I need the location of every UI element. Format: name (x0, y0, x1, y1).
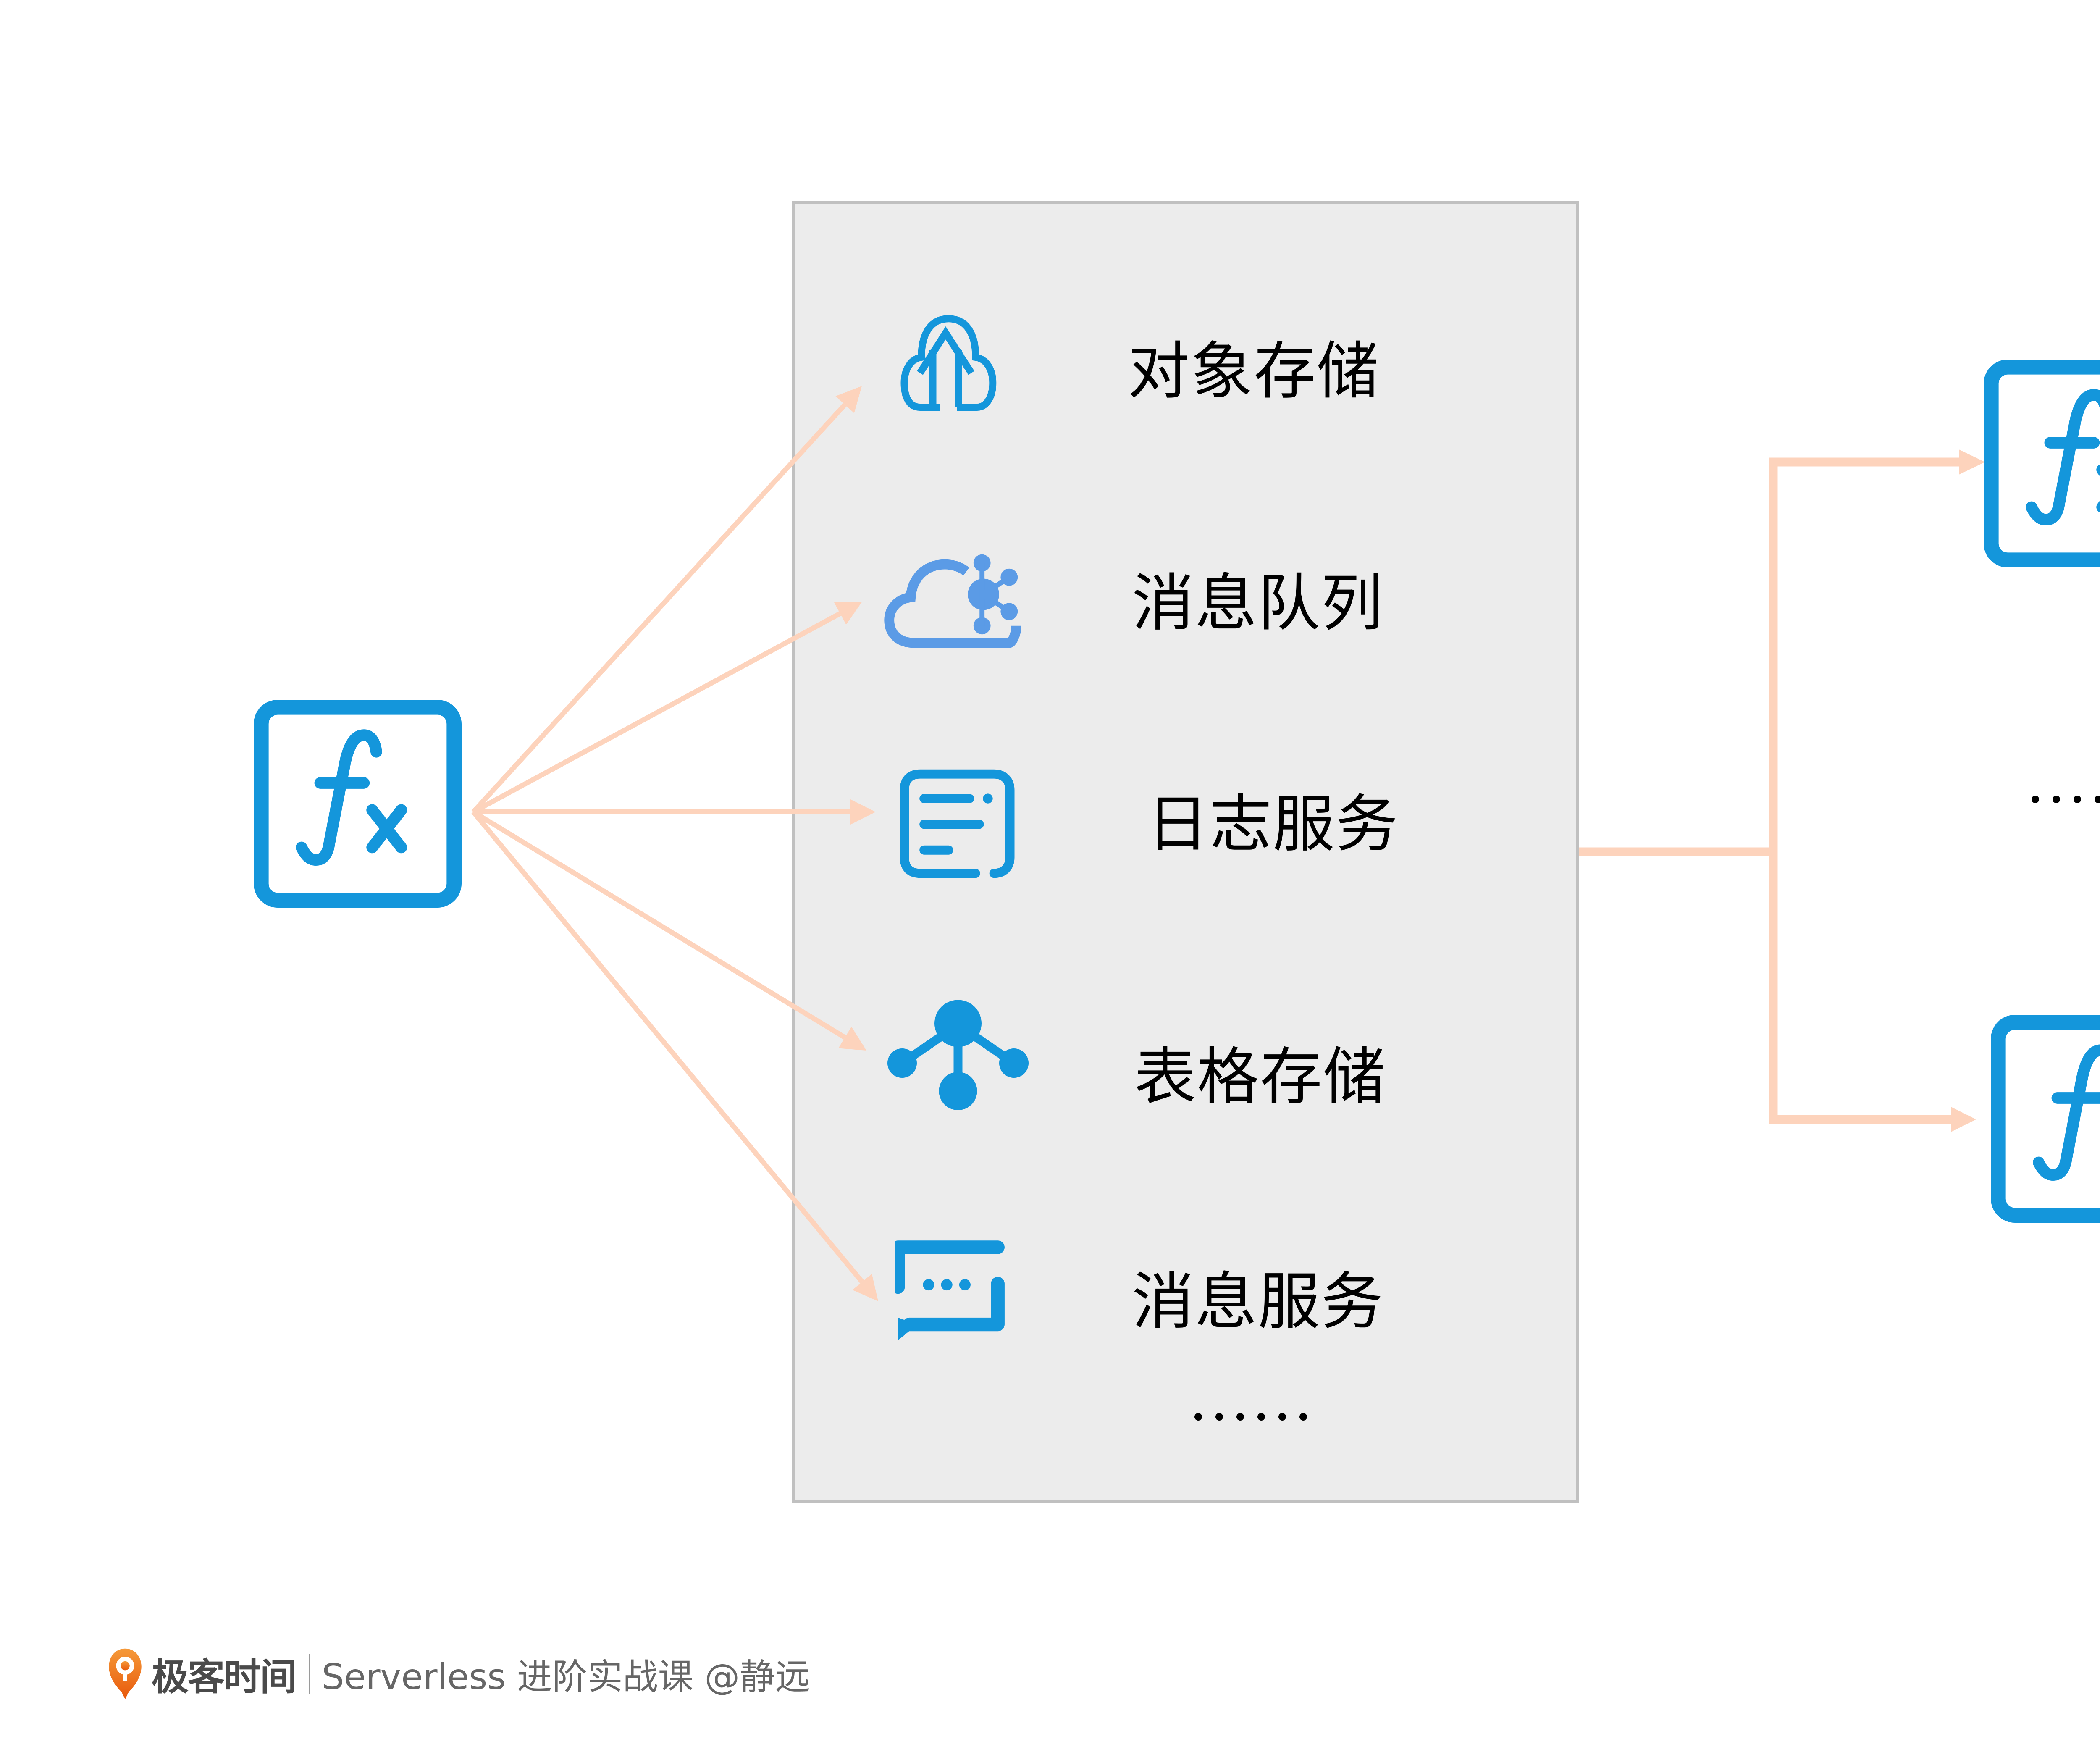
fan-arrows (471, 386, 878, 1301)
function-icon (1984, 360, 2100, 567)
services-more-ellipsis (1194, 1413, 1307, 1421)
arrow-to-message-queue (472, 611, 842, 814)
service-label-message-service: 消息服务 (1132, 1266, 1384, 1338)
targets-more-ellipsis (2032, 796, 2100, 803)
arrow-to-table-store (472, 809, 846, 1040)
target-function-box-2 (1991, 1015, 2100, 1223)
footer-separator (309, 1654, 310, 1694)
cloud-upload-icon (876, 313, 1018, 418)
function-icon (253, 699, 462, 908)
arrow-to-message-service (471, 810, 864, 1284)
arrow-to-log-service-head (850, 799, 876, 825)
arrow-to-message-queue-head (834, 602, 862, 625)
arrow-to-object-storage-head (835, 386, 862, 413)
geektime-logo-icon (109, 1648, 142, 1699)
service-label-table-store: 表格存储 (1134, 1041, 1386, 1113)
service-label-message-queue: 消息队列 (1132, 567, 1384, 639)
message-bubble-icon (891, 1235, 1008, 1352)
function-icon (1991, 1015, 2100, 1223)
branch-to-target-2-head (1951, 1107, 1976, 1132)
footer: 极客时间 Serverless 进阶实战课 @静远 (107, 1644, 810, 1703)
arrow-to-table-store-head (838, 1027, 866, 1051)
cloud-network-icon (878, 540, 1021, 651)
source-function-box (253, 699, 462, 908)
footer-course-title: Serverless 进阶实战课 @静远 (322, 1656, 811, 1697)
branch-to-target-1-head (1959, 449, 1985, 475)
arrow-to-message-service-head (852, 1274, 878, 1301)
branch-connector (1579, 449, 1985, 1132)
footer-brand: 极客时间 (152, 1655, 297, 1699)
arrow-to-object-storage (471, 403, 847, 814)
table-store-node-icon (885, 996, 1032, 1115)
service-label-object-storage: 对象存储 (1128, 335, 1380, 407)
log-document-icon (896, 765, 1018, 883)
target-function-box-1 (1984, 360, 2100, 567)
service-label-log-service: 日志服务 (1147, 788, 1399, 860)
